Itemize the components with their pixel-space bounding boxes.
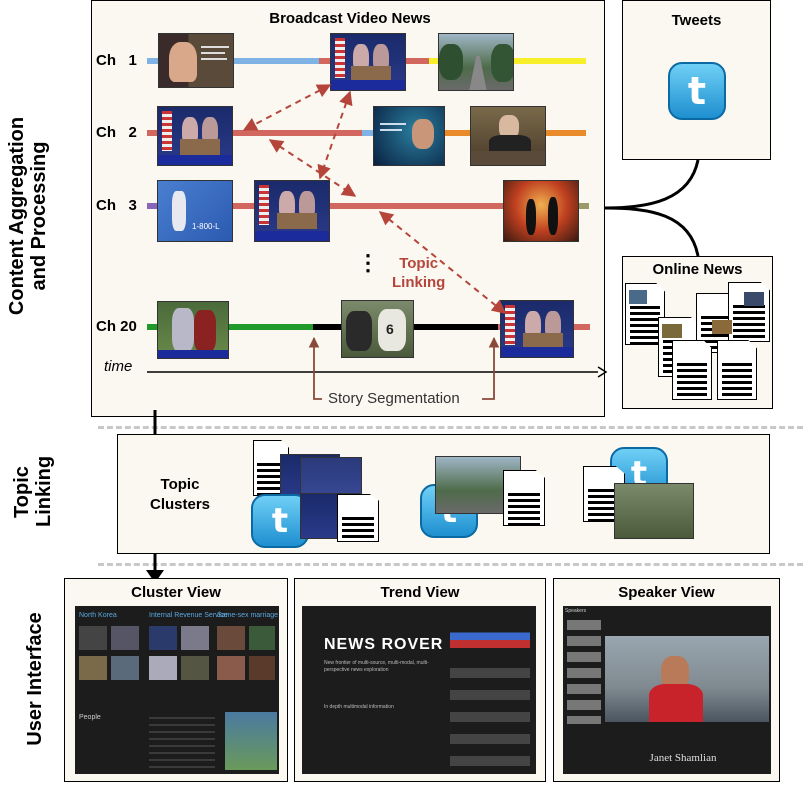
down-arrow-2-head <box>146 570 164 583</box>
cluster-img-8[interactable] <box>111 656 139 680</box>
news-rover-logo: NEWS ROVER <box>324 636 444 653</box>
cluster-tweet-list <box>149 712 215 770</box>
time-axis-arrowhead <box>597 366 608 378</box>
cluster-view-title: Cluster View <box>131 584 221 601</box>
cluster-img-12[interactable] <box>249 656 275 680</box>
cluster-map[interactable] <box>225 712 277 770</box>
cluster-col-3-header[interactable]: Same-sex marriage <box>217 612 279 619</box>
cluster-view-screen: North Korea Internal Revenue Service Sam… <box>75 606 279 774</box>
story-segmentation-label: Story Segmentation <box>328 390 460 407</box>
link-arrow-ch1-ch3 <box>242 84 332 131</box>
tweets-title: Tweets <box>671 12 722 29</box>
channel-ellipsis: ⋮ <box>357 250 379 275</box>
thumb-ch2-graphic <box>373 106 445 166</box>
trend-list <box>450 656 530 770</box>
speaker-list[interactable] <box>567 616 601 724</box>
topic-clusters-title-line2: Clusters <box>149 496 211 513</box>
twitter-icon: t <box>668 62 726 120</box>
news-doc-2-photo <box>662 324 682 338</box>
news-doc-4 <box>728 282 770 342</box>
cluster3-thumb-football <box>614 483 694 539</box>
cluster-col-2-header[interactable]: Internal Revenue Service <box>149 612 228 619</box>
speakers-header: Speakers <box>565 608 587 614</box>
broadcast-title: Broadcast Video News <box>269 10 431 27</box>
time-label: time <box>104 358 133 375</box>
segmentation-bracket-left <box>308 336 322 400</box>
news-doc-1-photo <box>629 290 647 304</box>
thumb-ch20-anchors <box>500 300 574 358</box>
news-doc-4-photo <box>744 292 764 306</box>
topic-linking-label: Topic Linking <box>392 254 445 292</box>
cluster2-doc <box>503 470 545 526</box>
thumb-ch1-road <box>438 33 514 91</box>
news-doc-3-photo <box>712 320 732 334</box>
connector-tweets <box>604 159 700 210</box>
cluster-img-7[interactable] <box>79 656 107 680</box>
speaker-view-title: Speaker View <box>618 584 715 601</box>
channel-label-1: Ch 1 <box>96 52 137 69</box>
ch2-line-red <box>147 130 362 136</box>
cluster-img-5[interactable] <box>217 626 245 650</box>
trend-info-text: In depth multimodal information <box>324 704 394 710</box>
speaker-video[interactable] <box>605 636 769 722</box>
thumb-ch2-anchors <box>157 106 233 166</box>
cluster1-twitter-icon: t <box>251 494 309 548</box>
news-doc-6 <box>717 340 757 400</box>
topic-linking-label-line2: Linking <box>392 274 446 291</box>
channel-label-20: Ch 20 <box>96 318 137 335</box>
news-doc-5 <box>672 340 712 400</box>
cluster-img-9[interactable] <box>149 656 177 680</box>
trend-view-title: Trend View <box>380 584 460 601</box>
channel-label-3: Ch 3 <box>96 197 137 214</box>
connector-online-news <box>604 206 700 257</box>
thumb-ch1-portrait <box>158 33 234 88</box>
thumb-ch2-speaker <box>470 106 546 166</box>
cluster-img-10[interactable] <box>181 656 209 680</box>
link-arrow-ch3-ch20 <box>378 211 507 314</box>
ch3-line-olive <box>577 203 589 209</box>
separator-top <box>98 426 803 429</box>
news-rover-tagline: New frontier of multi-source, multi-moda… <box>324 660 429 673</box>
topic-clusters-title: Topic Clusters <box>130 475 230 515</box>
speaker-view-screen: Speakers Janet Shamlian <box>563 606 771 774</box>
cluster1-doc-b <box>337 494 379 542</box>
separator-bottom <box>98 563 803 566</box>
thumb-ch1-anchors <box>330 33 406 91</box>
topic-linking-label-line1: Topic <box>399 255 439 272</box>
ch3-line-red <box>177 203 577 209</box>
cluster-people-label: People <box>79 714 101 721</box>
link-arrow-ch2-ch3 <box>268 139 357 197</box>
ch20-line-green <box>147 324 313 330</box>
cluster-img-3[interactable] <box>149 626 177 650</box>
trend-view-screen: NEWS ROVER New frontier of multi-source,… <box>302 606 536 774</box>
speaker-name: Janet Shamlian <box>649 752 717 764</box>
thumb-ch20-baseball <box>157 301 229 359</box>
segmentation-bracket-right <box>482 336 500 400</box>
cluster-img-6[interactable] <box>249 626 275 650</box>
thumb-ch3-weather: 1-800-L <box>157 180 233 242</box>
topic-clusters-title-line1: Topic <box>160 476 200 493</box>
cluster-col-1-header[interactable]: North Korea <box>79 612 117 619</box>
cluster-img-11[interactable] <box>217 656 245 680</box>
online-news-title: Online News <box>652 261 743 278</box>
cluster-img-2[interactable] <box>111 626 139 650</box>
link-arrow-ch1-ch3b <box>317 90 353 180</box>
cluster-img-1[interactable] <box>79 626 107 650</box>
channel-label-2: Ch 2 <box>96 124 137 141</box>
trend-chart[interactable] <box>450 622 530 648</box>
cluster-img-4[interactable] <box>181 626 209 650</box>
thumb-ch3-sunset <box>503 180 579 242</box>
